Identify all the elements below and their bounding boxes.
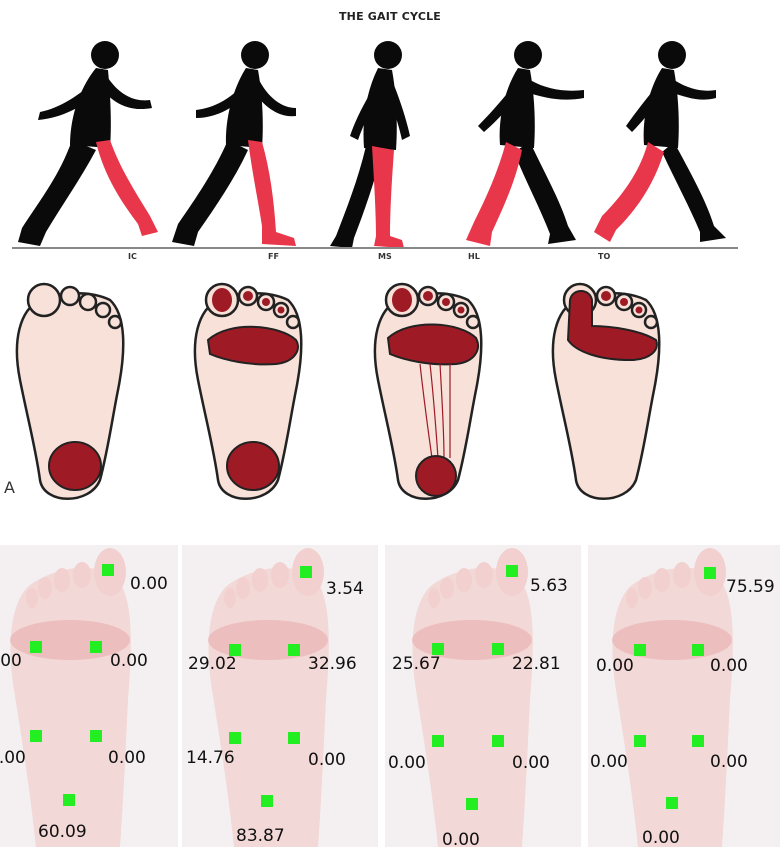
figure-ff [172,41,296,246]
sensor-mid-left-2 [229,732,241,744]
sensor-value: 0.00 [0,651,22,671]
sensor-value: 0.00 [512,753,550,773]
sensor-heel-3 [466,798,478,810]
sensor-value: 22.81 [512,654,561,674]
figure-ic [18,41,158,246]
sensor-value: 3.54 [326,579,364,599]
foot-diagram-2 [195,284,301,499]
sensor-toe-1 [102,564,114,576]
sensor-met-left-4 [634,644,646,656]
sensor-met-right-4 [692,644,704,656]
sensor-value: 14.76 [186,748,235,768]
sensor-heel-4 [666,797,678,809]
phase-label-hl: HL [468,252,480,261]
sensor-value: 0.00 [710,656,748,676]
sensor-mid-right-3 [492,735,504,747]
sensor-value: 0.00 [388,753,426,773]
sensor-value: 0.00 [0,748,26,768]
sensor-heel-2 [261,795,273,807]
sensor-value: 0.00 [642,828,680,848]
sensor-value: 32.96 [308,654,357,674]
sensor-value: 0.00 [590,752,628,772]
sensor-value: 60.09 [38,822,87,842]
sensor-value: 0.00 [108,748,146,768]
sensor-mid-left-3 [432,735,444,747]
sensor-met-right-3 [492,643,504,655]
foot-diagram-3 [375,284,481,499]
sensor-value: 0.00 [130,574,168,594]
sensor-mid-right-2 [288,732,300,744]
sensor-value: 29.02 [188,654,237,674]
sensor-met-left-1 [30,641,42,653]
sensor-mid-left-4 [634,735,646,747]
phase-label-ic: IC [128,252,137,261]
sensor-toe-3 [506,565,518,577]
sensor-value: 75.59 [726,577,775,597]
sensor-value: 0.00 [596,656,634,676]
sensor-value: 0.00 [710,752,748,772]
sensor-value: 0.00 [110,651,148,671]
foot-diagram-1 [17,284,123,499]
phase-label-to: TO [598,252,610,261]
figure-hl [466,41,584,246]
sensor-mid-left-1 [30,730,42,742]
sensor-value: 83.87 [236,826,285,846]
sensor-met-right-1 [90,641,102,653]
sensor-toe-2 [300,566,312,578]
sensor-met-right-2 [288,644,300,656]
sensor-value: 0.00 [308,750,346,770]
sensor-value: 5.63 [530,576,568,596]
sensor-toe-4 [704,567,716,579]
panel-label: A [4,478,15,497]
phase-label-ms: MS [378,252,392,261]
figure-ms [330,41,410,248]
figure-to [594,41,726,242]
phase-label-ff: FF [268,252,279,261]
sensor-mid-right-1 [90,730,102,742]
sensor-heel-1 [63,794,75,806]
sensor-value: 0.00 [442,830,480,850]
foot-diagram-4 [553,284,659,499]
sensor-mid-right-4 [692,735,704,747]
sensor-value: 25.67 [392,654,441,674]
